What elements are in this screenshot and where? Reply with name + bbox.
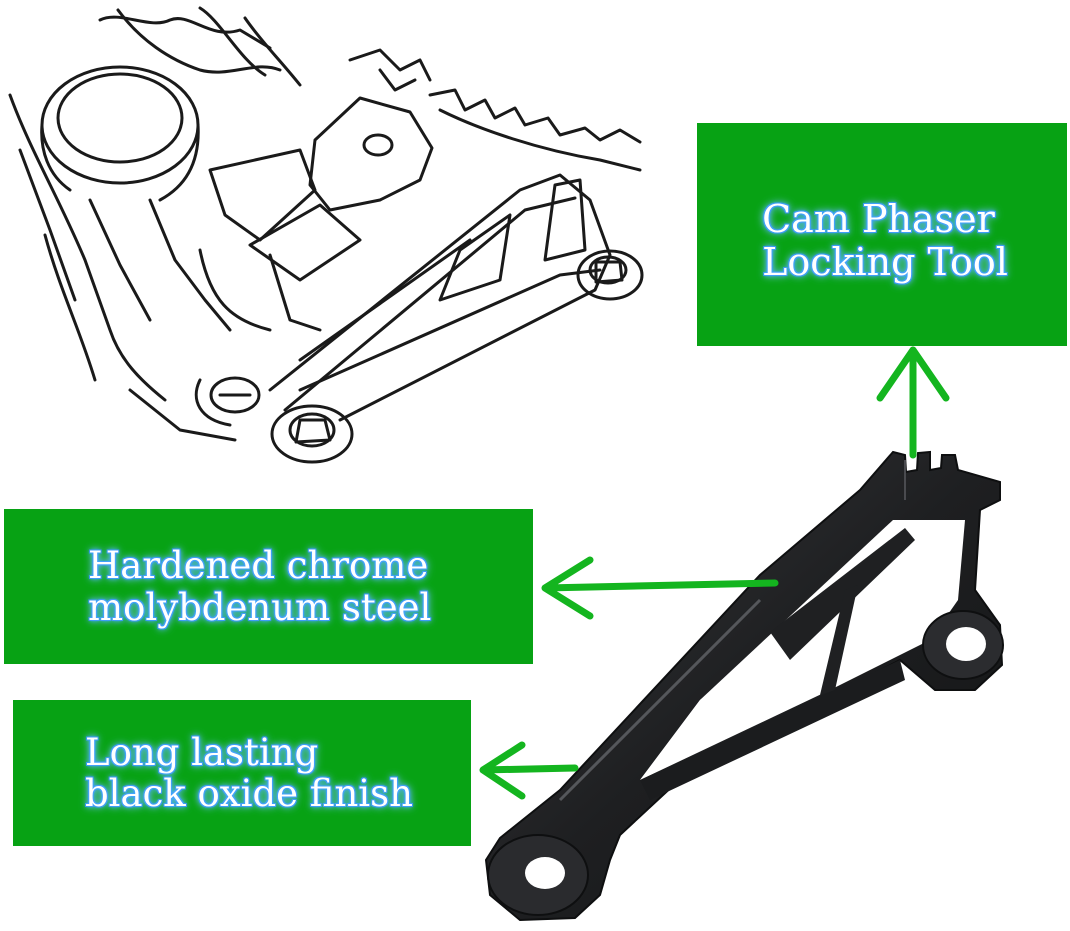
callout-box-finish — [13, 700, 471, 846]
callout-material: Hardened chrome molybdenum steel — [4, 509, 533, 664]
arrow-left-to-material — [541, 556, 779, 620]
callout-box-tool-name — [697, 123, 1067, 346]
callout-finish-text: Long lasting black oxide finish — [85, 730, 413, 815]
callout-box-material — [4, 509, 533, 664]
arrow-up-to-tool-name — [876, 346, 950, 459]
callout-material-text: Hardened chrome molybdenum steel — [88, 544, 432, 629]
callout-tool-name: Cam Phaser Locking Tool — [697, 123, 1067, 346]
callout-finish: Long lasting black oxide finish — [13, 700, 471, 846]
callout-tool-name-text: Cam Phaser Locking Tool — [762, 196, 1008, 284]
arrow-left-to-finish — [479, 741, 579, 800]
